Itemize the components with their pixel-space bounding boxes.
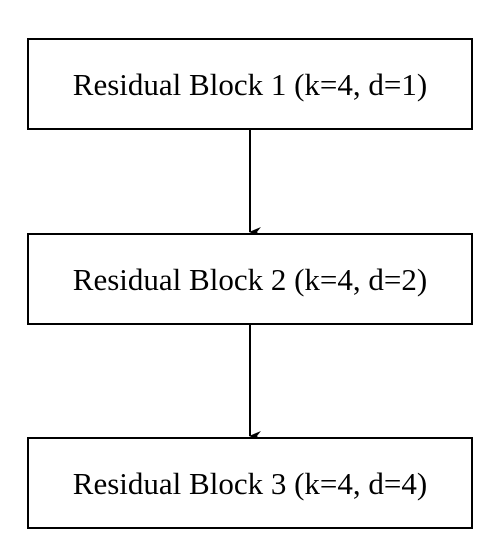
residual-block-2-label: Residual Block 2 (k=4, d=2) [72,261,428,297]
residual-block-2: Residual Block 2 (k=4, d=2) [27,233,473,325]
residual-block-3: Residual Block 3 (k=4, d=4) [27,437,473,529]
residual-block-1: Residual Block 1 (k=4, d=1) [27,38,473,130]
residual-block-1-label: Residual Block 1 (k=4, d=1) [72,66,428,102]
residual-block-3-label: Residual Block 3 (k=4, d=4) [72,465,428,501]
